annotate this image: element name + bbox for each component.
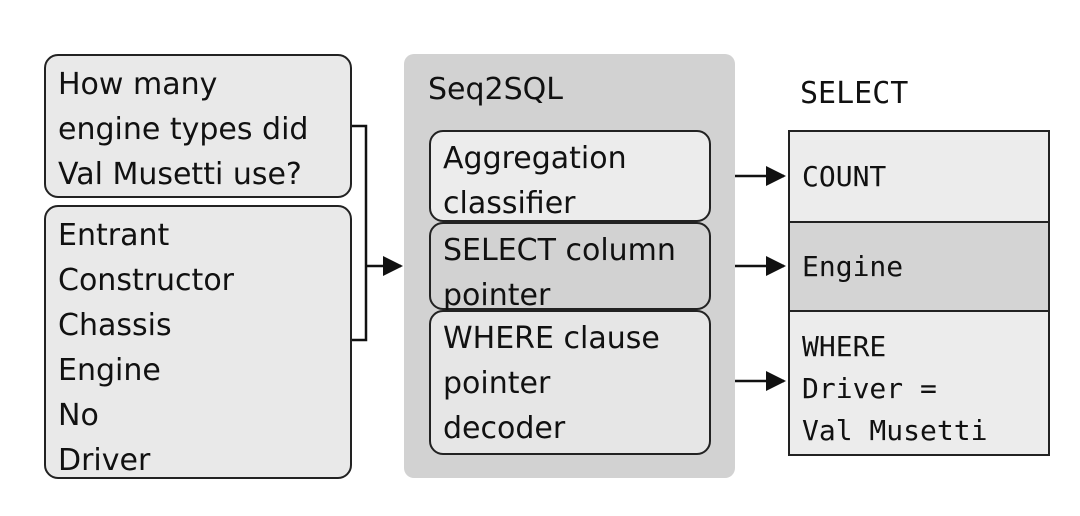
select-column-pointer-box: SELECT column pointer [429,222,711,313]
bracket-connector [352,124,368,342]
column-name: Driver [58,443,151,478]
module-label: pointer [443,366,551,401]
count-cell: COUNT [788,130,1050,223]
sql-token: WHERE [802,330,887,363]
column-name: Chassis [58,308,172,343]
where-clause-decoder-box: WHERE clause pointer decoder [429,310,711,455]
module-label: decoder [443,411,566,446]
aggregation-classifier-box: Aggregation classifier [429,130,711,222]
module-label: pointer [443,278,551,313]
sql-token: COUNT [802,160,887,193]
sql-token: Val Musetti [802,414,988,447]
question-box: How many engine types did Val Musetti us… [44,54,352,198]
column-name: Entrant [58,218,170,253]
sql-token: Engine [802,250,904,283]
module-label: classifier [443,186,576,221]
module-label: Aggregation [443,141,627,176]
question-line: engine types did [58,112,309,147]
column-name: Engine [58,353,161,388]
question-line: How many [58,67,218,102]
question-line: Val Musetti use? [58,157,302,192]
column-name: No [58,398,99,433]
column-name: Constructor [58,263,235,298]
seq2sql-title: Seq2SQL [428,72,563,107]
select-keyword: SELECT [800,76,909,111]
column-list-box: Entrant Constructor Chassis Engine No Dr… [44,205,352,479]
sql-token: Driver = [802,372,937,405]
module-label: WHERE clause [443,321,660,356]
module-label: SELECT column [443,233,676,268]
where-cell: WHERE Driver = Val Musetti [788,310,1050,456]
engine-cell: Engine [788,221,1050,312]
